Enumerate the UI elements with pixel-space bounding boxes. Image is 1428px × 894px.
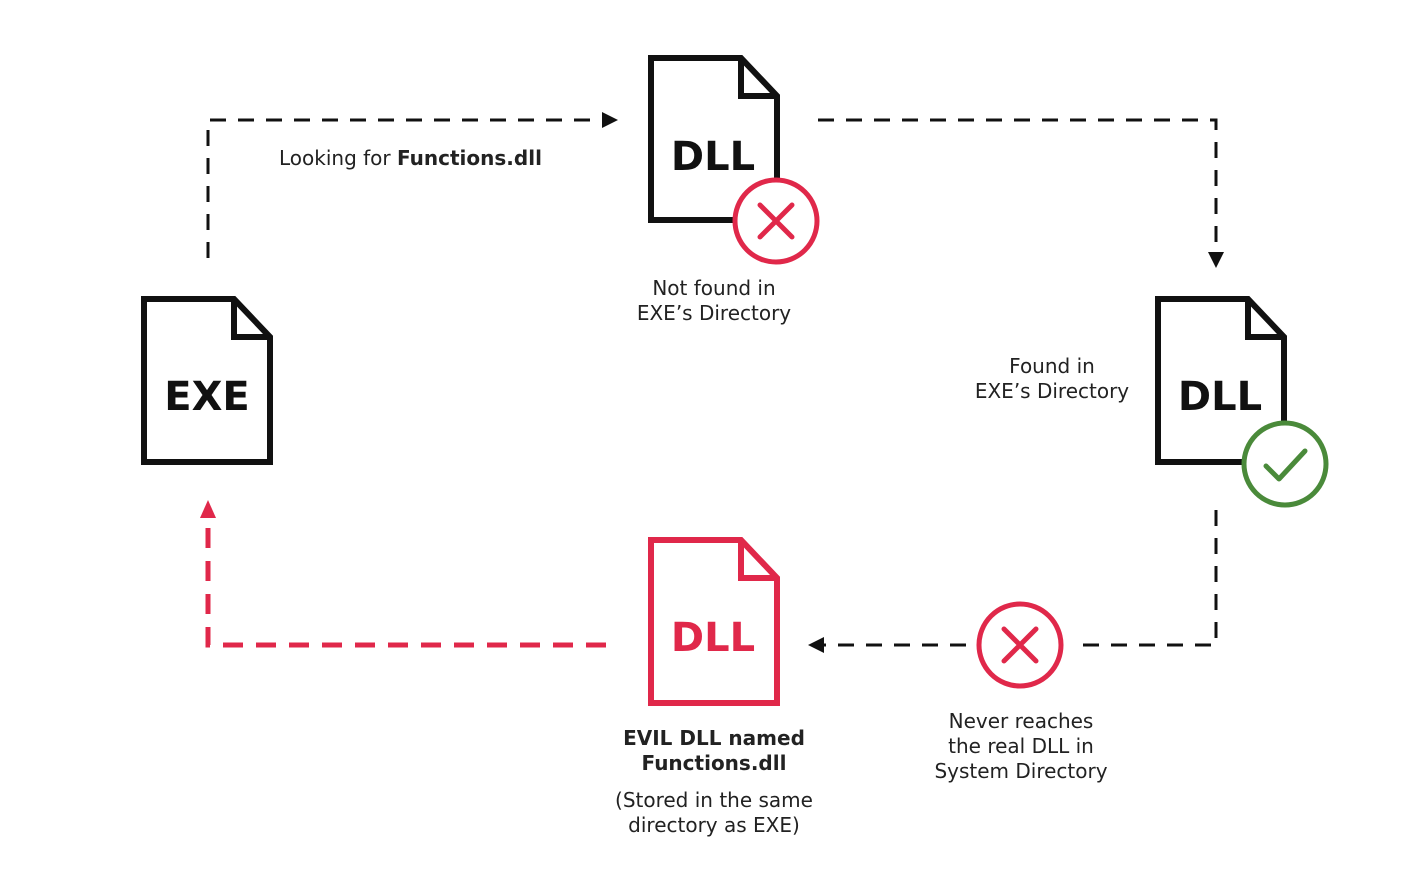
not-found-line1: Not found in xyxy=(652,276,776,300)
dll-evil-document-icon: DLL xyxy=(648,537,780,706)
stored-line2: directory as EXE) xyxy=(628,813,800,837)
arrowhead-to-exe xyxy=(200,500,216,518)
found-label: Found in EXE’s Directory xyxy=(952,354,1152,404)
evil-line1: EVIL DLL named xyxy=(623,726,805,750)
looking-for-label: Looking for Functions.dll xyxy=(279,146,542,171)
connector-evil-dll-to-exe xyxy=(205,518,606,648)
never-line1: Never reaches xyxy=(948,709,1094,733)
looking-file: Functions.dll xyxy=(397,146,542,170)
checkmark-circle-icon xyxy=(1241,420,1329,508)
never-reaches-label: Never reaches the real DLL in System Dir… xyxy=(906,709,1136,784)
arrowhead-to-found-dll xyxy=(1208,252,1224,268)
connector-exe-to-top-dll xyxy=(206,118,604,258)
found-line2: EXE’s Directory xyxy=(974,379,1130,403)
dll-missing-document-icon: DLL xyxy=(648,55,780,223)
connector-top-dll-to-found-dll xyxy=(818,118,1218,250)
not-found-label: Not found in EXE’s Directory xyxy=(614,276,814,326)
found-line1: Found in xyxy=(1009,354,1095,378)
dll-evil-label: DLL xyxy=(671,615,755,661)
dll-found-document-icon: DLL xyxy=(1155,296,1287,465)
evil-line2: Functions.dll xyxy=(641,751,787,775)
arrowhead-to-top-dll xyxy=(602,112,618,128)
looking-prefix: Looking for xyxy=(279,146,397,170)
stored-line1: (Stored in the same xyxy=(615,788,813,812)
exe-document-icon: EXE xyxy=(141,296,273,465)
x-circle-icon xyxy=(976,601,1064,689)
x-circle-icon xyxy=(732,177,820,265)
stored-note-label: (Stored in the same directory as EXE) xyxy=(594,788,834,838)
not-found-line2: EXE’s Directory xyxy=(636,301,792,325)
evil-dll-label: EVIL DLL named Functions.dll xyxy=(594,726,834,776)
connector-found-dll-to-evil-dll xyxy=(824,510,1218,647)
arrowhead-to-evil-dll xyxy=(808,637,824,653)
never-line2: the real DLL in xyxy=(948,734,1094,758)
dll-missing-label: DLL xyxy=(671,134,755,180)
never-line3: System Directory xyxy=(934,759,1108,783)
exe-label: EXE xyxy=(164,374,250,420)
dll-found-label: DLL xyxy=(1178,374,1262,420)
